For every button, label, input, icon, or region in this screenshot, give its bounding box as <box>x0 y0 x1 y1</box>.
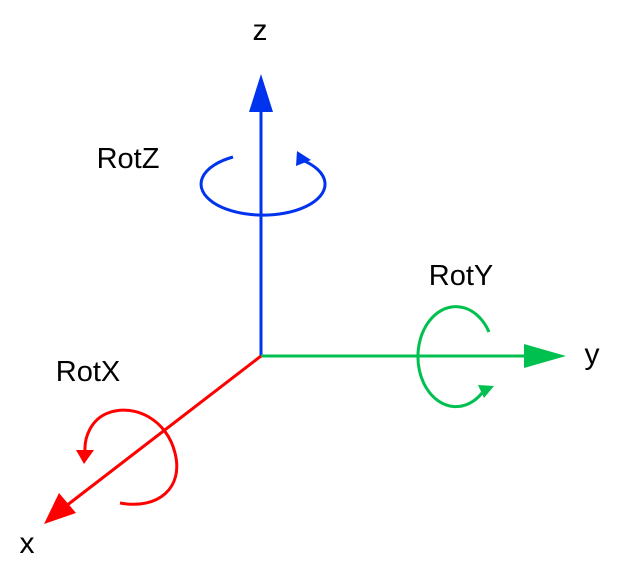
y-axis <box>261 344 566 368</box>
rot-z-label: RotZ <box>97 143 160 175</box>
rot-z-arc <box>199 155 327 217</box>
rot-y-arc <box>416 305 491 409</box>
z-axis <box>249 74 273 356</box>
z-axis-arrowhead <box>249 74 273 112</box>
y-axis-arrowhead <box>524 344 566 368</box>
rot-x-label: RotX <box>56 356 120 388</box>
rot-y-arrow <box>416 305 494 409</box>
rot-x-arc <box>83 408 179 506</box>
z-axis-label: z <box>253 14 268 47</box>
x-axis-label: x <box>20 527 35 560</box>
rot-y-arrowhead <box>478 385 494 398</box>
rot-z-arrowhead <box>296 151 311 166</box>
rot-x-arrow <box>76 408 179 506</box>
rot-y-label: RotY <box>429 260 493 292</box>
x-axis-arrowhead <box>44 493 76 524</box>
rot-x-arrowhead <box>76 450 94 464</box>
rot-z-arrow <box>199 151 327 217</box>
y-axis-label: y <box>585 338 600 371</box>
